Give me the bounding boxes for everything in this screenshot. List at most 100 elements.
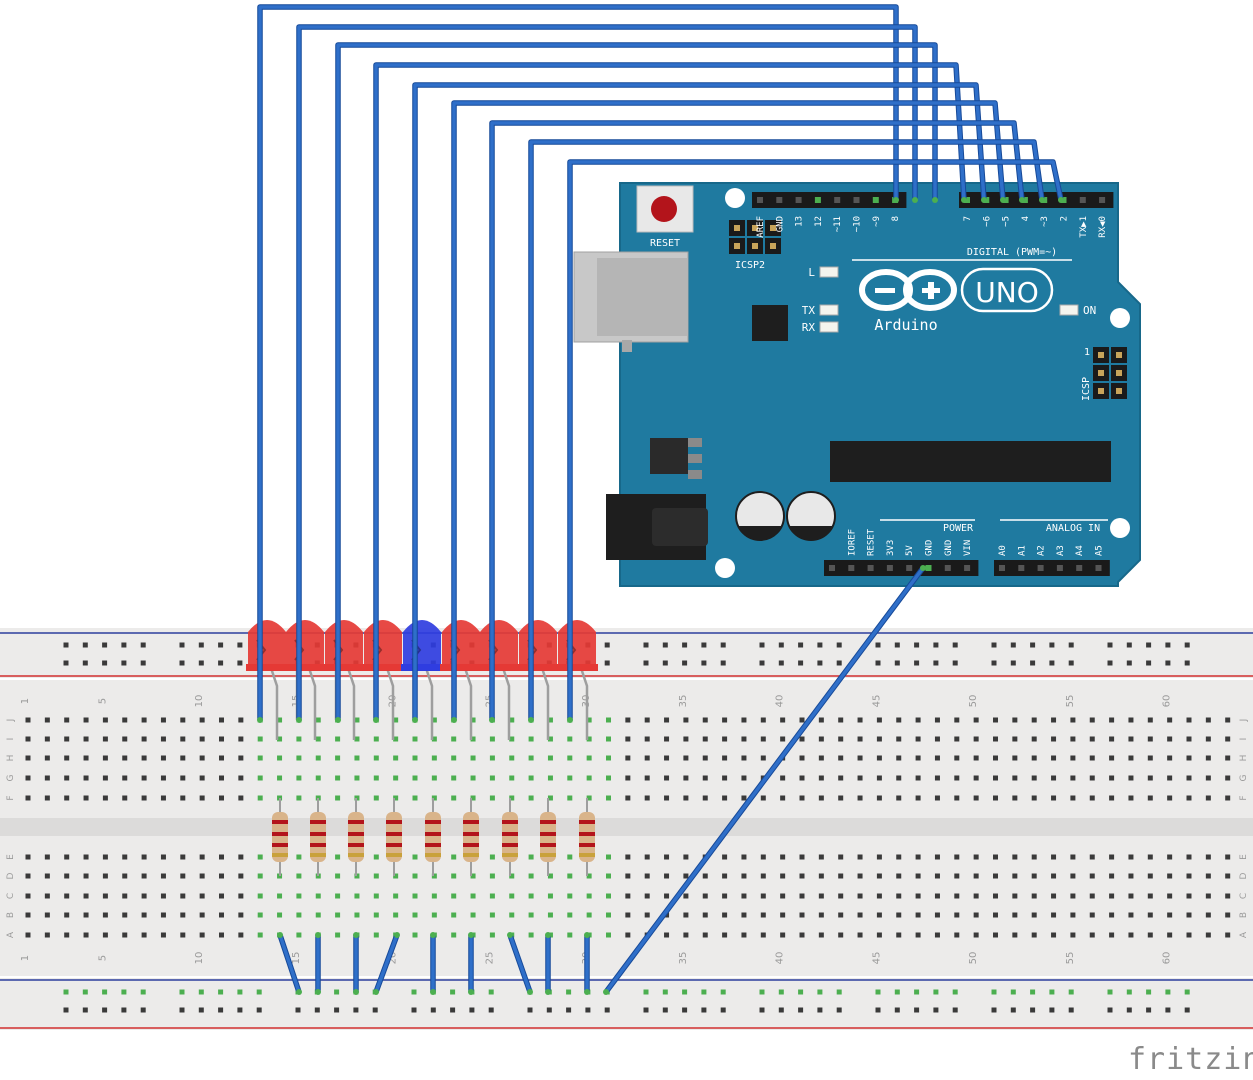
wire-pin-pwm-9	[297, 25, 917, 720]
breadboard-hole	[644, 755, 650, 761]
on-label: ON	[1083, 304, 1096, 317]
breadboard-hole	[625, 775, 631, 781]
rail-hole	[1030, 660, 1036, 666]
breadboard-hole	[760, 795, 766, 801]
breadboard-hole	[702, 736, 708, 742]
rail-hole	[140, 660, 146, 666]
breadboard-hole	[219, 775, 224, 781]
resistor-band	[386, 853, 402, 857]
breadboard-hole	[160, 932, 166, 938]
breadboard-hole	[102, 717, 108, 723]
rail-hole	[585, 1007, 591, 1013]
breadboard-hole	[586, 795, 592, 801]
breadboard-hole	[199, 873, 205, 879]
breadboard-hole	[238, 795, 244, 801]
wire-end	[893, 197, 899, 203]
rail-hole	[121, 1007, 127, 1013]
rail-hole	[237, 660, 243, 666]
uno-label: UNO	[975, 276, 1038, 309]
breadboard-hole	[760, 912, 766, 918]
logo-left-loop	[859, 269, 913, 311]
breadboard-hole	[1205, 854, 1211, 860]
breadboard-hole	[296, 873, 302, 879]
breadboard-hole	[199, 717, 205, 723]
analog-pin-label: A4	[1075, 545, 1085, 556]
rail-hole	[991, 1007, 997, 1013]
breadboard-hole	[1051, 795, 1057, 801]
breadboard-hole	[431, 717, 437, 723]
rail-hole	[952, 1007, 958, 1013]
breadboard-hole	[973, 873, 979, 879]
rail-hole	[1049, 1007, 1055, 1013]
breadboard-hole	[1128, 717, 1134, 723]
breadboard-hole	[64, 795, 70, 801]
breadboard-hole	[219, 873, 224, 879]
breadboard-hole	[451, 893, 457, 899]
breadboard-hole	[470, 775, 476, 781]
breadboard-hole	[993, 912, 998, 918]
breadboard-hole	[1225, 717, 1231, 723]
power-pin-label: RESET	[867, 528, 877, 556]
led-blue	[403, 620, 441, 670]
led-leg-cathode	[385, 667, 395, 740]
breadboard-hole	[876, 755, 882, 761]
power-header-pin	[964, 565, 971, 571]
breadboard-hole	[141, 912, 147, 918]
breadboard-hole	[393, 795, 399, 801]
breadboard-hole	[896, 873, 902, 879]
breadboard-hole	[547, 775, 553, 781]
breadboard-hole	[315, 755, 321, 761]
resistor-band	[272, 832, 288, 836]
breadboard-hole	[1031, 854, 1037, 860]
wire-end	[545, 989, 551, 995]
digital-pin-label: 8	[891, 216, 901, 221]
wire-pin-pwm-5	[452, 101, 1005, 720]
breadboard-hole	[838, 893, 844, 899]
rail-hole	[218, 989, 224, 995]
breadboard-hole	[141, 795, 147, 801]
breadboard-hole	[64, 755, 70, 761]
column-label-bottom: 55	[1065, 952, 1076, 965]
breadboard-hole	[818, 854, 824, 860]
breadboard-hole	[412, 912, 418, 918]
resistor	[310, 812, 326, 862]
led-red	[325, 620, 363, 670]
icsp-label: ICSP	[1081, 377, 1092, 401]
breadboard-hole	[547, 873, 553, 879]
arduino-brand: Arduino	[874, 316, 937, 334]
rail-hole	[450, 1007, 456, 1013]
resistor	[463, 812, 479, 862]
breadboard-hole	[44, 932, 50, 938]
breadboard-hole	[799, 912, 805, 918]
breadboard-hole	[644, 893, 650, 899]
breadboard-hole	[741, 717, 747, 723]
rail-hole	[817, 660, 823, 666]
rail-hole	[894, 642, 900, 648]
breadboard-hole	[122, 755, 128, 761]
breadboard-hole	[238, 893, 244, 899]
rail-hole	[1107, 1007, 1113, 1013]
breadboard-hole	[102, 932, 108, 938]
breadboard-hole	[896, 755, 902, 761]
resistor	[540, 812, 556, 862]
breadboard-hole	[1031, 873, 1037, 879]
led-rim	[362, 664, 404, 671]
breadboard-hole	[857, 912, 863, 918]
breadboard-hole	[1089, 755, 1095, 761]
breadboard-hole	[122, 736, 128, 742]
breadboard-hole	[664, 717, 670, 723]
rail-hole	[140, 989, 146, 995]
breadboard-hole	[760, 755, 766, 761]
led-rim	[401, 664, 443, 671]
rail-hole	[1030, 989, 1036, 995]
breadboard-hole	[567, 854, 573, 860]
breadboard-hole	[470, 912, 476, 918]
breadboard-hole	[818, 893, 824, 899]
rail-hole	[140, 642, 146, 648]
usb-tab	[622, 340, 632, 352]
breadboard-hole	[44, 755, 50, 761]
breadboard-hole	[1031, 717, 1037, 723]
rail-hole	[817, 642, 823, 648]
breadboard-hole	[528, 795, 534, 801]
breadboard-hole	[915, 912, 921, 918]
